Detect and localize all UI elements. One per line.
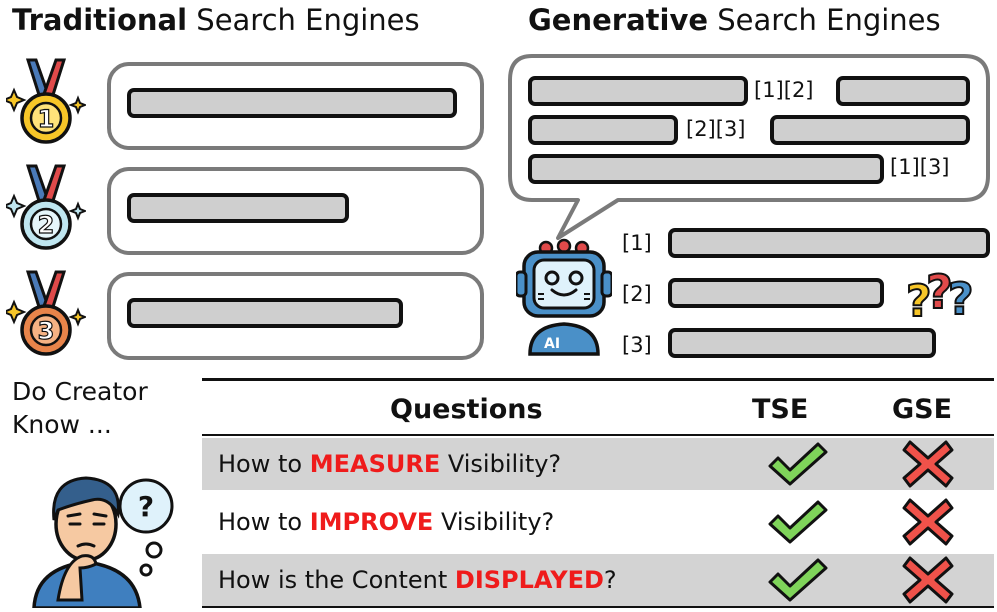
medal-2-icon: 2 — [1, 164, 88, 260]
table-row: How is the Content DISPLAYED? — [202, 554, 994, 606]
svg-text:?: ? — [138, 490, 154, 523]
cross-icon — [902, 440, 954, 488]
robot-label: AI — [544, 336, 560, 352]
header-gse: GSE — [892, 394, 953, 425]
tse-result-2 — [107, 167, 484, 255]
row-question-prefix: How to — [218, 450, 310, 478]
medal-2-number: 2 — [38, 211, 55, 239]
table-header-rule — [202, 434, 994, 436]
svg-text:?: ? — [906, 276, 932, 324]
tse-title-rest: Search Engines — [196, 3, 420, 37]
robot-icon: AI — [514, 238, 614, 360]
check-icon — [768, 442, 828, 486]
tse-title: Traditional Search Engines — [12, 6, 420, 35]
gse-answer-bar-2b — [770, 115, 970, 145]
header-questions: Questions — [390, 394, 543, 425]
gse-answer-citation-2: [2][3] — [686, 117, 746, 141]
row-question-keyword: DISPLAYED — [454, 566, 604, 594]
medal-3-number: 3 — [38, 317, 55, 345]
creator-question: Do Creator Know ... — [12, 376, 148, 441]
tse-result-1 — [107, 62, 484, 150]
row-question-suffix: ? — [603, 566, 617, 594]
tse-result-2-bar — [127, 193, 349, 223]
medal-1-number: 1 — [38, 105, 55, 133]
table-bottom-rule — [202, 606, 994, 608]
gse-source-3-bar — [668, 328, 936, 358]
medal-1-icon: 1 — [1, 58, 88, 154]
creator-question-line1: Do Creator — [12, 377, 148, 406]
gse-title: Generative Search Engines — [528, 6, 941, 35]
medal-3-icon: 3 — [1, 270, 88, 366]
row-question: How is the Content DISPLAYED? — [218, 554, 617, 606]
check-icon — [768, 558, 828, 602]
gse-answer-bar-1b — [836, 76, 970, 106]
tse-result-1-bar — [127, 88, 457, 118]
gse-source-2-bar — [668, 278, 884, 308]
table-row: How to IMPROVE Visibility? — [202, 496, 994, 548]
row-question-suffix: Visibility? — [433, 508, 555, 536]
gse-answer-bar-1a — [528, 76, 748, 106]
gse-source-3-label: [3] — [622, 333, 652, 357]
gse-answer-citation-1: [1][2] — [754, 78, 814, 102]
gse-answer-bar-3 — [528, 154, 884, 184]
tse-result-3 — [107, 272, 484, 360]
gse-source-1-bar — [668, 228, 990, 258]
row-question-keyword: MEASURE — [309, 450, 441, 478]
row-question-keyword: IMPROVE — [309, 508, 434, 536]
gse-title-rest: Search Engines — [717, 3, 941, 37]
header-tse: TSE — [752, 394, 809, 425]
gse-source-2-label: [2] — [622, 282, 652, 306]
row-question: How to MEASURE Visibility? — [218, 438, 561, 490]
row-question-prefix: How is the Content — [218, 566, 455, 594]
row-question-suffix: Visibility? — [440, 450, 562, 478]
row-question: How to IMPROVE Visibility? — [218, 496, 554, 548]
questions-table: Questions TSE GSE How to MEASURE Visibil… — [202, 378, 994, 608]
gse-answer-citation-3: [1][3] — [890, 155, 950, 179]
gse-title-bold: Generative — [528, 3, 709, 37]
creator-question-line2: Know ... — [12, 409, 112, 439]
table-row: How to MEASURE Visibility? — [202, 438, 994, 490]
svg-text:?: ? — [948, 274, 974, 324]
thinking-person-icon: ? — [28, 450, 180, 612]
check-icon — [768, 500, 828, 544]
cross-icon — [902, 556, 954, 604]
table-top-rule — [202, 378, 994, 381]
cross-icon — [902, 498, 954, 546]
gse-source-1-label: [1] — [622, 231, 652, 255]
gse-answer-bar-2a — [528, 115, 678, 145]
row-question-prefix: How to — [218, 508, 310, 536]
svg-text:?: ? — [926, 265, 953, 319]
tse-result-3-bar — [127, 298, 403, 328]
question-marks-icon: ? ? ? — [904, 264, 984, 328]
tse-title-bold: Traditional — [12, 3, 188, 37]
